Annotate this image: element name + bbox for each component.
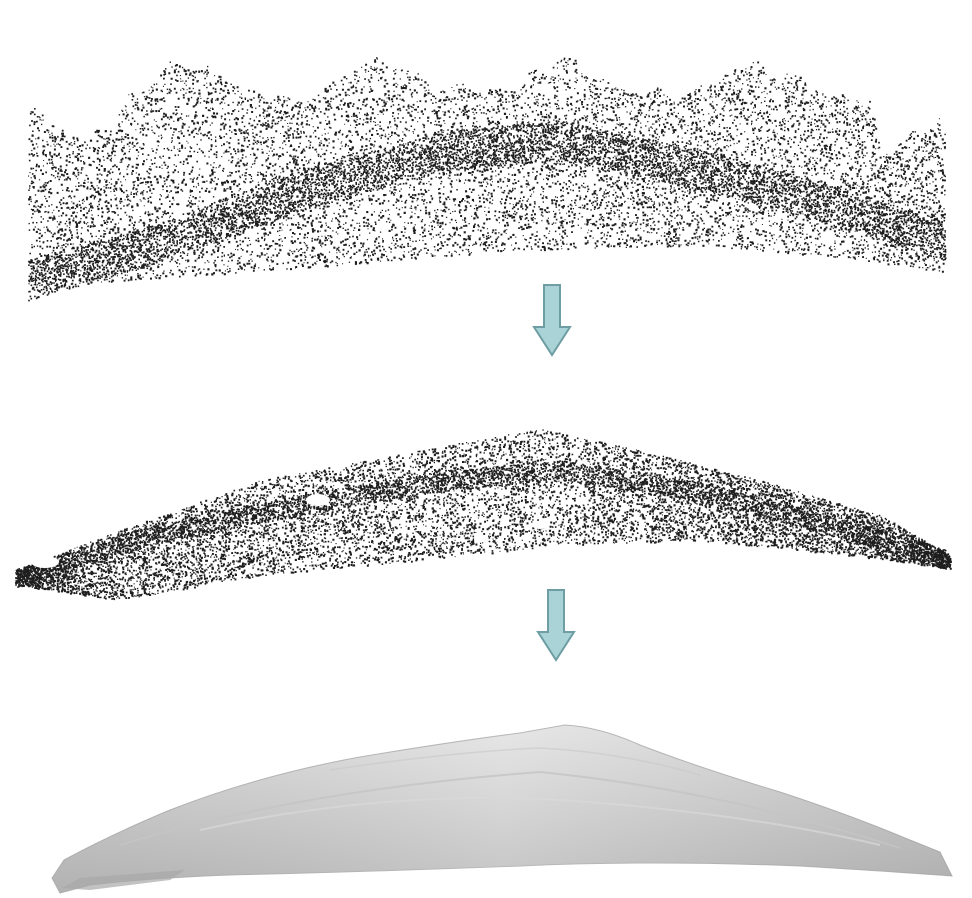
- down-arrow-icon: [534, 285, 570, 355]
- raw-point-cloud: [28, 57, 947, 301]
- point-scatter: [28, 57, 947, 301]
- filtered-point-cloud: [15, 429, 952, 600]
- point-scatter: [15, 429, 952, 600]
- reconstructed-surface: [52, 725, 952, 893]
- down-arrow-icon: [538, 590, 574, 660]
